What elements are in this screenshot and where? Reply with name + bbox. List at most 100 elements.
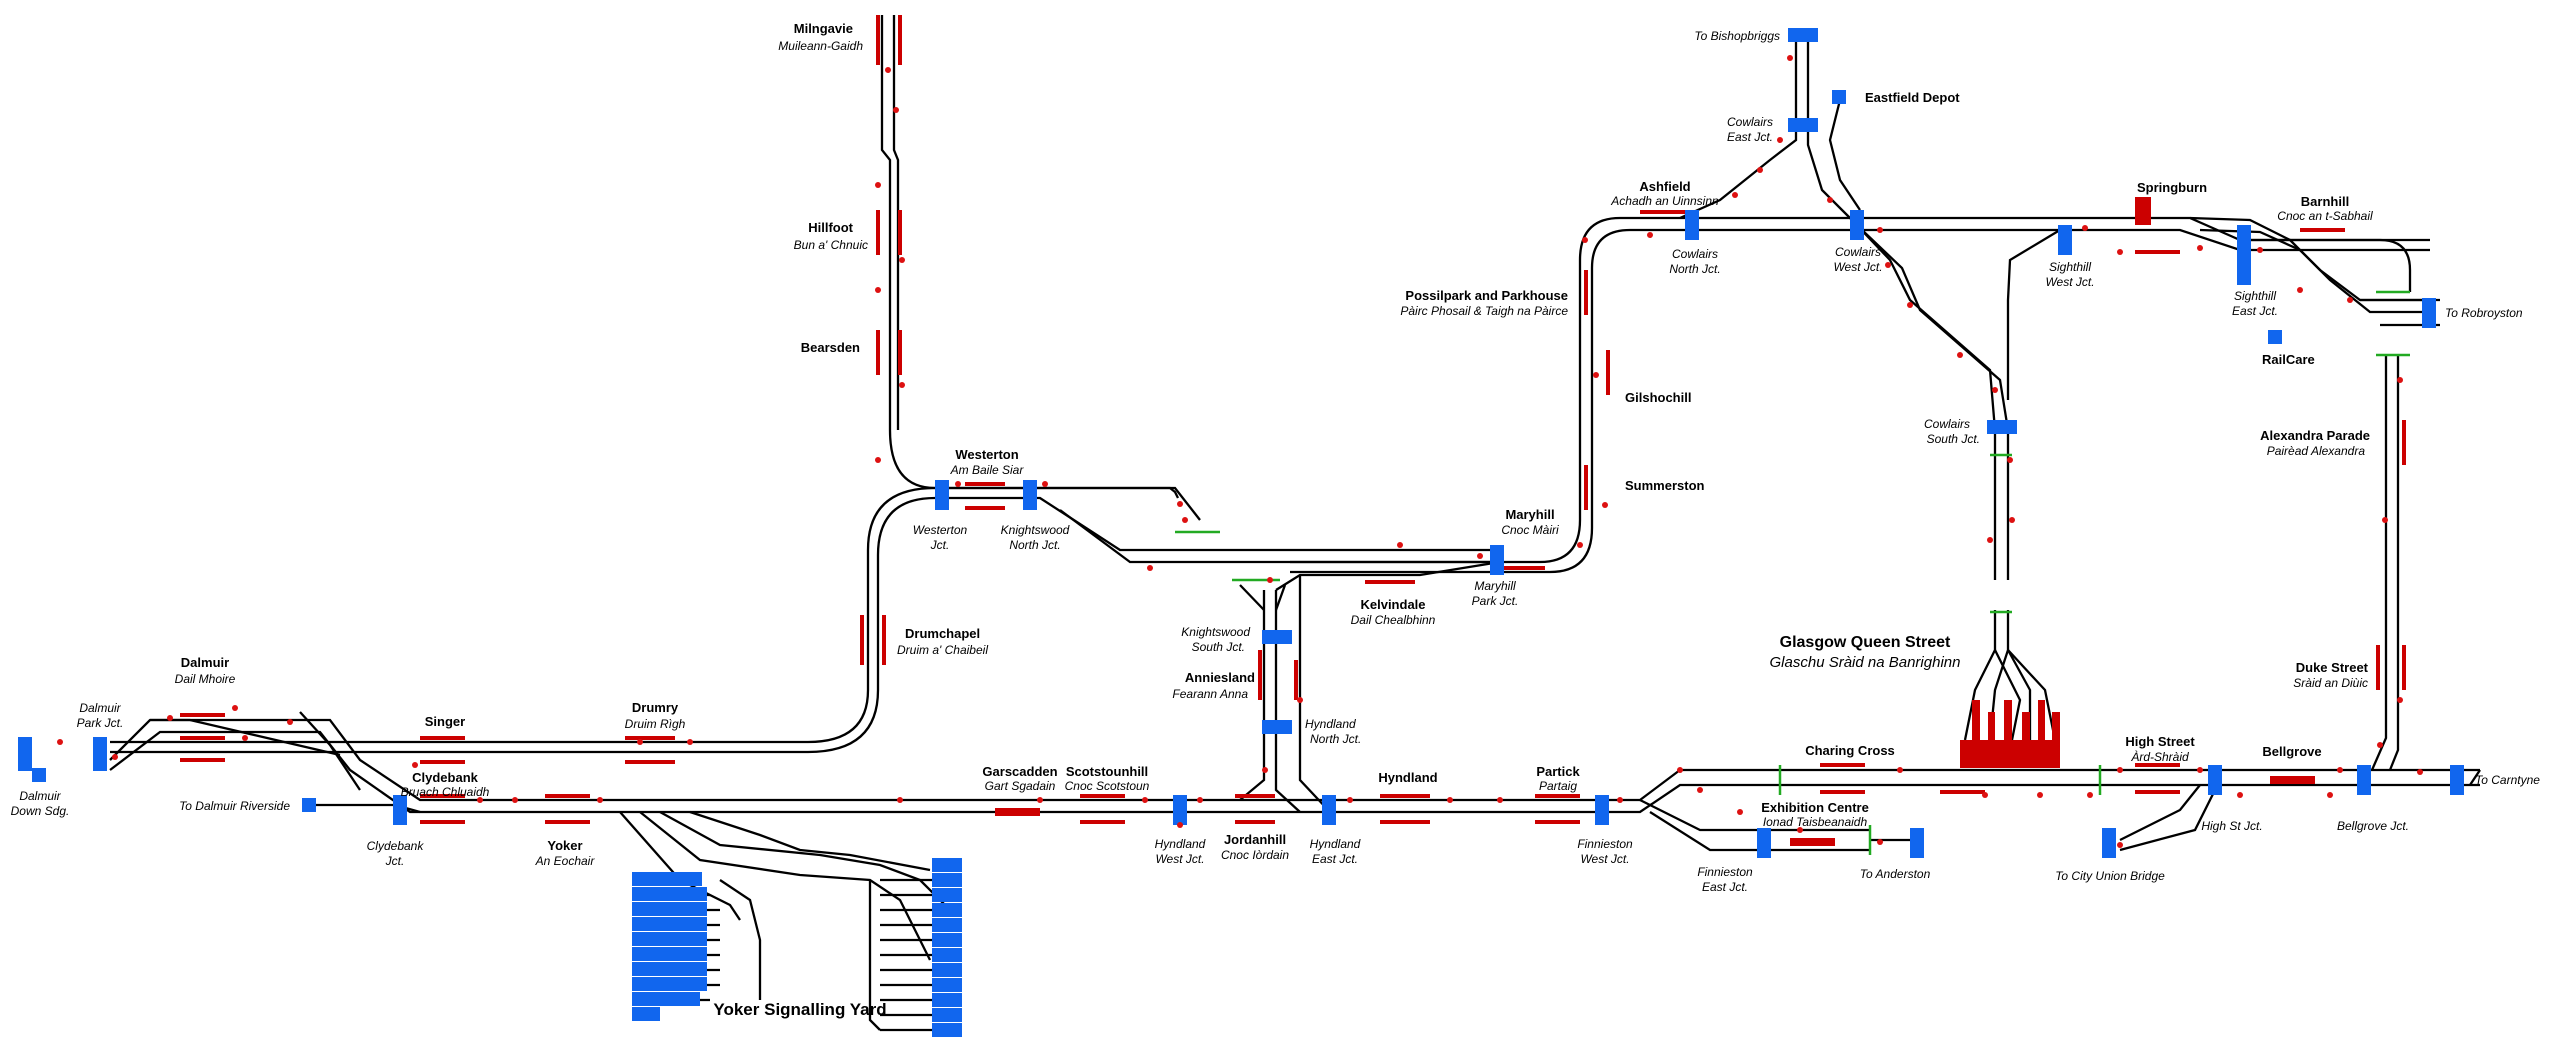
label-cowlairs-east-2: East Jct. — [1727, 130, 1773, 144]
label-milngavie-gaelic: Muileann-Gaidh — [778, 39, 863, 53]
label-westerton-gaelic: Am Baile Siar — [950, 463, 1025, 477]
label-finnieston-east-2: East Jct. — [1702, 880, 1748, 894]
label-knightswood-north-2: North Jct. — [1009, 538, 1060, 552]
track-sighthill-to-cowlairs-south — [2006, 229, 2061, 400]
block-to-anderston — [1910, 828, 1924, 858]
label-to-bishopbriggs: To Bishopbriggs — [1694, 29, 1780, 43]
track-milngavie-down — [892, 15, 900, 430]
label-milngavie: Milngavie — [794, 21, 853, 36]
label-to-city-union-bridge: To City Union Bridge — [2055, 869, 2165, 883]
label-scotstounhill: Scotstounhill — [1066, 764, 1148, 779]
label-high-st-jct: High St Jct. — [2201, 819, 2262, 833]
label-clydebank-gaelic: Bruach Chluaidh — [401, 785, 490, 799]
block-dalmuir-park — [93, 737, 107, 771]
label-high-street: High Street — [2125, 734, 2195, 749]
label-hyndland-north-2: North Jct. — [1310, 732, 1361, 746]
track-barnhill-loop — [2250, 238, 2412, 292]
track-yard-right-spine — [868, 880, 881, 1031]
label-bearsden: Bearsden — [801, 340, 860, 355]
block-dalmuir-riverside — [302, 798, 316, 812]
label-westerton-jct-2: Jct. — [930, 538, 950, 552]
label-summerston: Summerston — [1625, 478, 1705, 493]
track-knightswood-stub-1 — [1239, 584, 1265, 611]
label-dalmuir-park-2: Park Jct. — [77, 716, 124, 730]
block-city-union — [2102, 828, 2116, 858]
label-clydebank-jct-2: Jct. — [385, 854, 405, 868]
label-drumchapel-gaelic: Druim a' Chaibeil — [897, 643, 988, 657]
track-yard-left-spine — [719, 879, 762, 1000]
block-railcare — [2268, 330, 2282, 344]
label-yoker: Yoker — [547, 838, 582, 853]
label-kelvindale: Kelvindale — [1360, 597, 1425, 612]
label-anniesland-gaelic: Fearann Anna — [1172, 687, 1248, 701]
label-high-street-gaelic: Àrd-Shràid — [2130, 749, 2189, 764]
label-possilpark: Possilpark and Parkhouse — [1405, 288, 1568, 303]
track-cowlairs-south-2 — [1861, 229, 2010, 580]
block-cowlairs-north — [1685, 210, 1699, 240]
label-sighthill-west-2: West Jct. — [2045, 275, 2094, 289]
block-sighthill-west — [2058, 225, 2072, 255]
label-cowlairs-south-2: South Jct. — [1927, 432, 1980, 446]
track-bishopbriggs-2 — [1806, 30, 1851, 219]
label-kelvindale-gaelic: Dail Chealbhinn — [1351, 613, 1436, 627]
track-anniesland-2 — [1274, 590, 1301, 813]
label-knightswood-north-1: Knightswood — [1001, 523, 1070, 537]
label-exhibition-centre-gaelic: Ionad Taisbeanaidh — [1763, 815, 1868, 829]
label-hyndland-west-1: Hyndland — [1155, 837, 1206, 851]
label-hyndland-west-2: West Jct. — [1155, 852, 1204, 866]
track-kelvindale-link — [1275, 560, 1501, 591]
label-dalmuir-park-1: Dalmuir — [79, 701, 121, 715]
label-possilpark-gaelic: Pàirc Phosail & Taigh na Pàirce — [1400, 304, 1568, 318]
block-sighthill-east — [2237, 225, 2251, 285]
label-duke-street: Duke Street — [2296, 660, 2369, 675]
label-clydebank: Clydebank — [412, 770, 479, 785]
tracks — [109, 15, 2481, 1032]
label-to-anderston: To Anderston — [1860, 867, 1931, 881]
track-maryhill-ashfield-2 — [1290, 228, 2020, 574]
label-alexandra-parade: Alexandra Parade — [2260, 428, 2370, 443]
block-dalmuir-down-2 — [32, 768, 46, 782]
label-alexandra-parade-gaelic: Pairèad Alexandra — [2267, 444, 2366, 458]
label-knightswood-south-1: Knightswood — [1181, 625, 1250, 639]
label-partick: Partick — [1536, 764, 1580, 779]
label-dalmuir-down-1: Dalmuir — [19, 789, 61, 803]
label-finnieston-west-2: West Jct. — [1580, 852, 1629, 866]
label-finnieston-west-1: Finnieston — [1577, 837, 1633, 851]
block-westerton-jct — [935, 480, 949, 510]
springburn-station-block — [2135, 197, 2151, 225]
label-ashfield: Ashfield — [1639, 179, 1690, 194]
track-bishopbriggs-1 — [1679, 30, 1798, 220]
track-eastfield — [1828, 99, 1861, 211]
label-drumry-gaelic: Druim Rìgh — [625, 717, 686, 731]
label-dalmuir: Dalmuir — [181, 655, 229, 670]
label-cowlairs-west-2: West Jct. — [1833, 260, 1882, 274]
block-knightswood-north — [1023, 480, 1037, 510]
label-dalmuir-down-2: Down Sdg. — [11, 804, 70, 818]
label-dalmuir-gaelic: Dail Mhoire — [175, 672, 236, 686]
track-queen-street-1 — [1963, 610, 1997, 741]
label-barnhill: Barnhill — [2301, 194, 2349, 209]
block-finnieston-west — [1595, 795, 1609, 825]
block-to-carntyne — [2450, 765, 2464, 795]
label-jordanhill: Jordanhill — [1224, 832, 1286, 847]
track-yard-fan-2 — [659, 810, 951, 911]
label-hyndland-east-2: East Jct. — [1312, 852, 1358, 866]
label-cowlairs-west-1: Cowlairs — [1835, 245, 1881, 259]
track-low-level-down — [109, 730, 2480, 814]
label-garscadden: Garscadden — [982, 764, 1057, 779]
label-clydebank-jct-1: Clydebank — [367, 839, 425, 853]
track-anniesland-1 — [1239, 590, 1266, 801]
track-queen-street-4 — [2007, 649, 2057, 741]
block-finnieston-east — [1757, 828, 1771, 858]
label-hyndland-east-1: Hyndland — [1310, 837, 1361, 851]
label-to-carntyne: To Carntyne — [2475, 773, 2540, 787]
label-glasgow-queen-street: Glasgow Queen Street — [1780, 634, 1951, 651]
block-markers — [18, 28, 2464, 1037]
block-bishopbriggs — [1788, 28, 1818, 42]
label-cowlairs-south-1: Cowlairs — [1924, 417, 1970, 431]
block-to-robroyston — [2422, 298, 2436, 328]
label-garscadden-gaelic: Gart Sgadain — [985, 779, 1056, 793]
block-clydebank-jct — [393, 795, 407, 825]
block-cowlairs-west — [1850, 210, 1864, 240]
